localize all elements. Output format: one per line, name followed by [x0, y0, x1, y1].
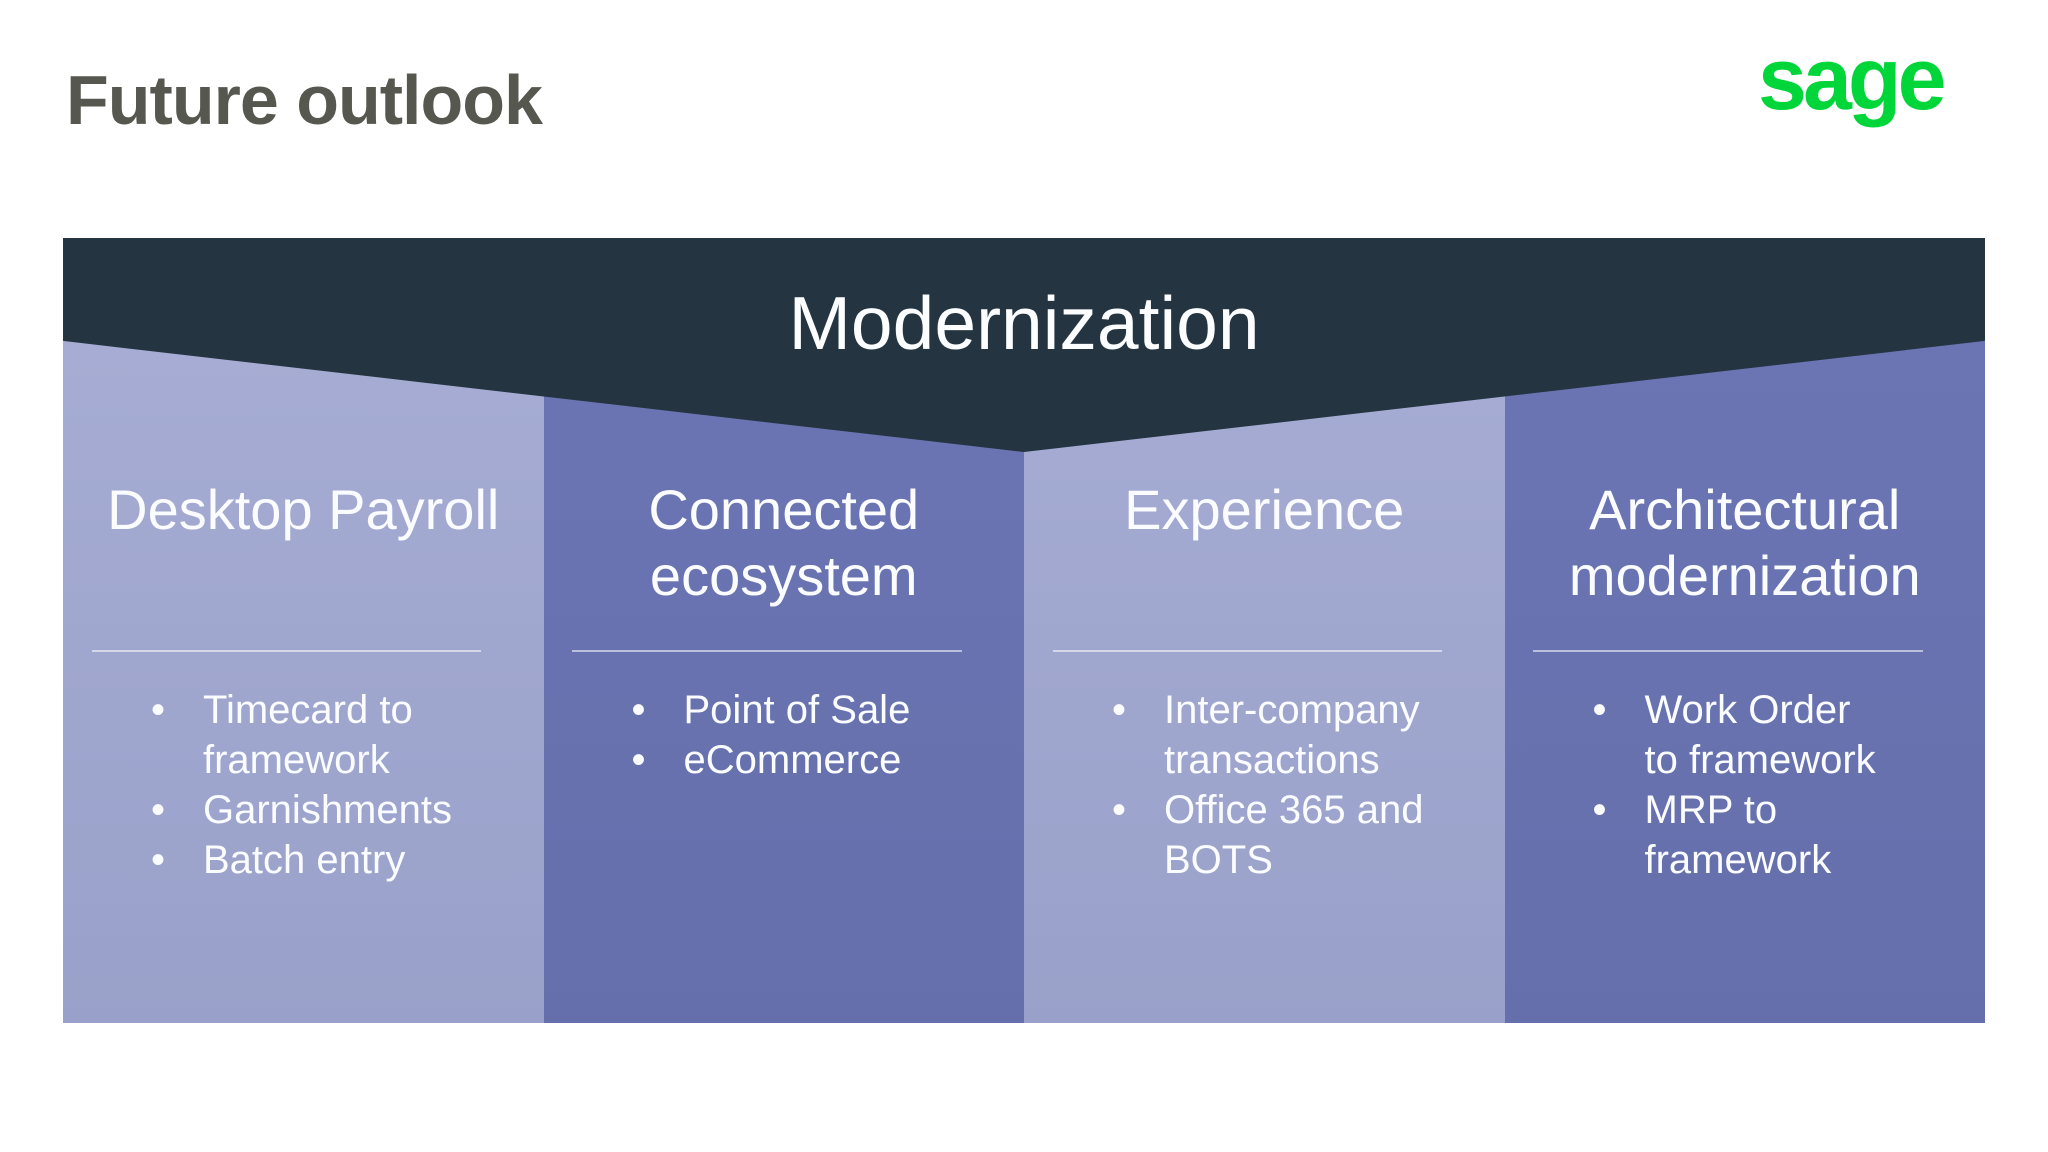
sage-logo: sage [1758, 29, 1947, 128]
bullet-item: MRP to framework [1505, 785, 1986, 885]
bullet-item: Timecard to framework [63, 685, 544, 785]
bullet-list: Point of SaleeCommerce [544, 685, 1025, 785]
bullet-item: Batch entry [63, 835, 544, 885]
divider [91, 650, 482, 652]
column-title: Connected ecosystem [648, 478, 920, 607]
bullet-item: eCommerce [544, 735, 1025, 785]
column-experience: Experience Inter-company transactionsOff… [1024, 341, 1505, 1023]
column-desktop-payroll: Desktop Payroll Timecard to frameworkGar… [63, 341, 544, 1023]
divider [1052, 650, 1443, 652]
bullet-list: Timecard to frameworkGarnishmentsBatch e… [63, 685, 544, 885]
bullet-item: Inter-company transactions [1024, 685, 1505, 785]
banner-label: Modernization [788, 281, 1260, 365]
divider [572, 650, 962, 652]
bullet-item: Work Order to framework [1505, 685, 1986, 785]
bullet-list: Inter-company transactionsOffice 365 and… [1024, 685, 1505, 885]
bullet-list: Work Order to frameworkMRP to framework [1505, 685, 1986, 885]
bullet-item: Office 365 and BOTS [1024, 785, 1505, 885]
column-title: Experience [1124, 478, 1405, 541]
modernization-diagram: Desktop Payroll Timecard to frameworkGar… [63, 238, 1985, 1023]
bullet-item: Point of Sale [544, 685, 1025, 735]
column-architectural-modernization: Architectural modernization Work Order t… [1504, 341, 1986, 1023]
bullet-item: Garnishments [63, 785, 544, 835]
column-connected-ecosystem: Connected ecosystem Point of SaleeCommer… [543, 341, 1025, 1023]
divider [1533, 650, 1923, 652]
column-title: Architectural modernization [1568, 478, 1921, 607]
column-title: Desktop Payroll [107, 478, 500, 541]
page-title: Future outlook [66, 61, 543, 139]
